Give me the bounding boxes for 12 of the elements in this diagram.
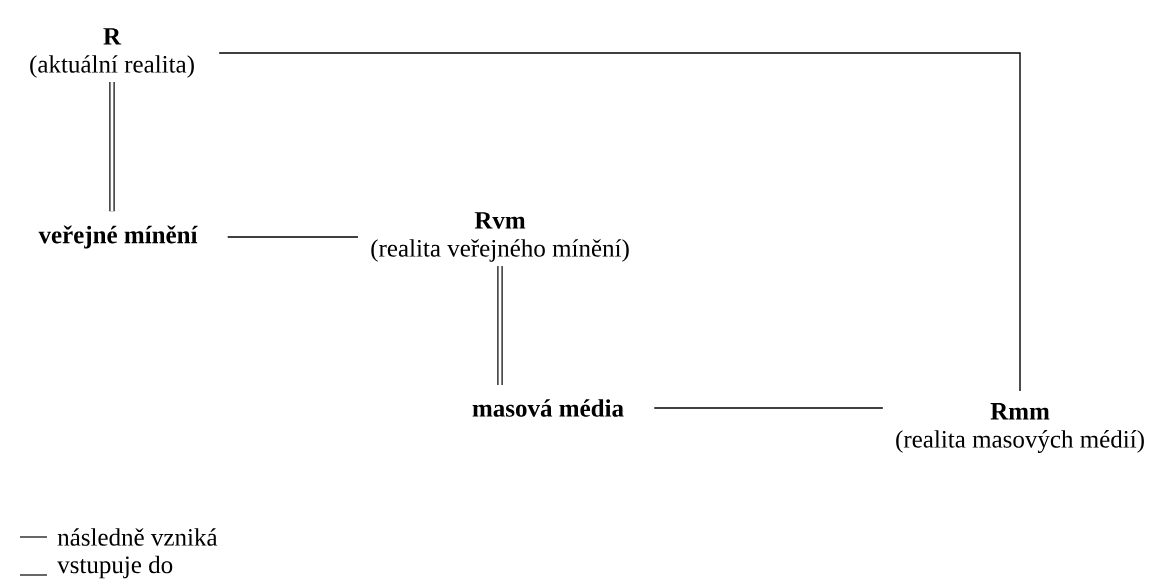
connector-line — [653, 407, 884, 409]
legend-text: vstupuje do — [57, 555, 173, 579]
double-line — [497, 266, 503, 385]
double-line — [109, 82, 115, 212]
concept-label: Rmm (realita masových médií) — [896, 403, 1144, 453]
connector-line — [227, 236, 359, 238]
concept-label: Rvm (realita veřejného mínění) — [371, 212, 629, 262]
concept-label: masová média — [472, 399, 624, 417]
legend-text: následně vzniká — [57, 528, 218, 546]
connector-line — [218, 52, 1021, 392]
concept-label: veřejné mínění — [38, 225, 198, 249]
concept-label: R (aktuální realita) — [30, 28, 194, 78]
